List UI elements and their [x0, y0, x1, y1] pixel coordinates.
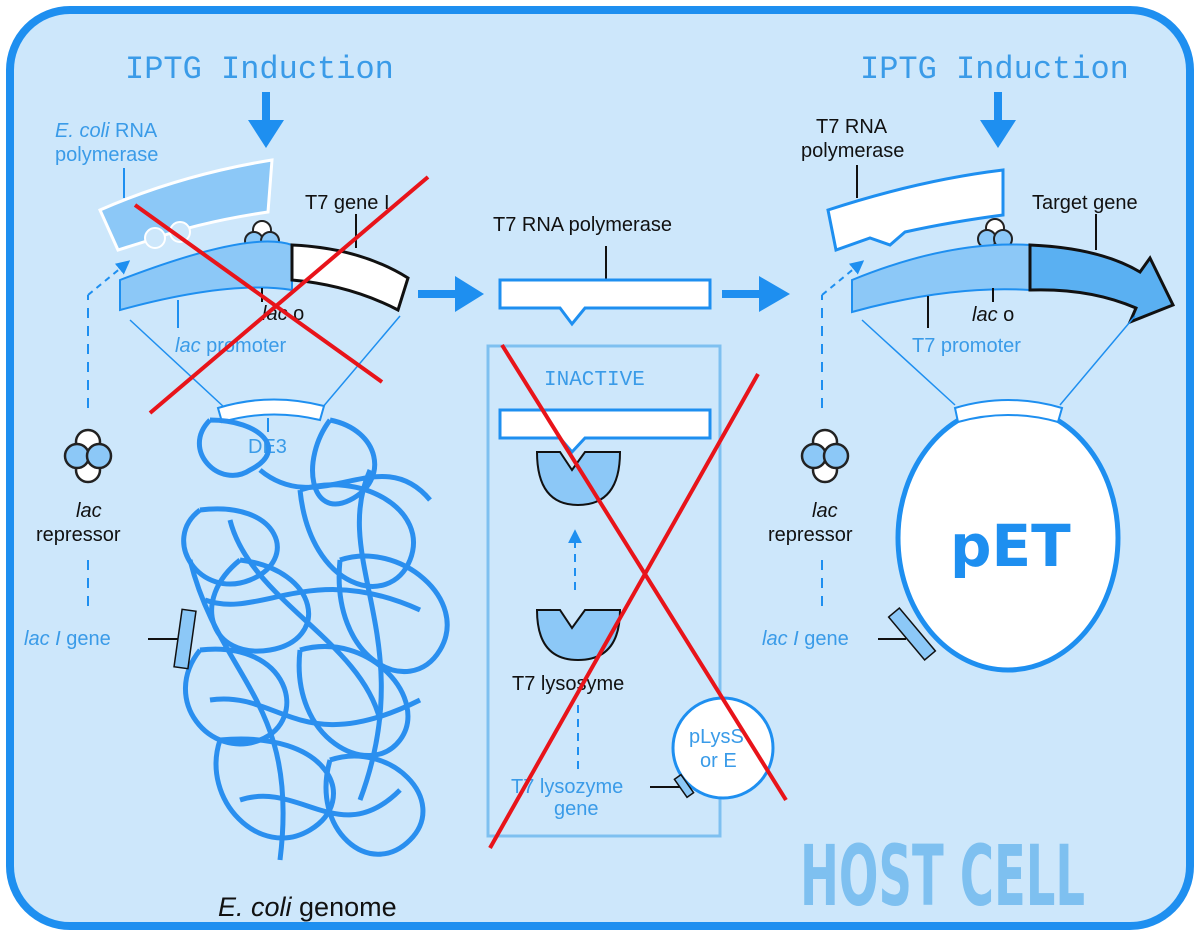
- de3-segment: [216, 398, 326, 424]
- left-ecoli-rnap-label: E. coli RNA: [55, 120, 158, 142]
- inactive-label: INACTIVE: [544, 369, 645, 392]
- target-gene-label: Target gene: [1032, 192, 1138, 214]
- right-t7-rnap-shape: [826, 168, 1005, 252]
- left-ecoli-rnap-label-2: polymerase: [55, 144, 158, 166]
- right-lac-repressor-label: lac: [812, 500, 838, 522]
- plyss-label-2: or E: [700, 750, 737, 772]
- inactive-t7-rnap-shape: [498, 408, 712, 455]
- t7-lysozyme-gene-label-2: gene: [554, 798, 599, 820]
- target-gene-arrow: [1028, 243, 1176, 325]
- left-lac-repressor-icon: [63, 428, 113, 484]
- t7-gene-label: T7 gene I: [305, 192, 390, 214]
- left-lac-repressor-label: lac: [76, 500, 102, 522]
- left-iptg-label: IPTG Induction: [125, 51, 394, 88]
- plyss-label: pLysS: [689, 726, 744, 748]
- right-iptg-label: IPTG Induction: [860, 51, 1129, 88]
- t7-lysosyme-label: T7 lysosyme: [512, 673, 624, 695]
- middle-to-right-arrow: [722, 276, 790, 312]
- inactive-box: [486, 344, 722, 838]
- middle-t7-rnap-shape: [498, 278, 712, 327]
- middle-t7-rnap-label: T7 RNA polymerase: [493, 214, 672, 236]
- right-laci-gene-segment: [887, 606, 937, 662]
- plyss-plasmid: [671, 696, 775, 800]
- right-lac-repressor-icon: [800, 428, 850, 484]
- pet-label: pET: [950, 512, 1071, 580]
- right-lac-o-label: lac o: [972, 304, 1014, 326]
- t7-lysozyme-gene-label: T7 lysozyme: [511, 776, 623, 798]
- t7-promoter-label: T7 promoter: [912, 335, 1021, 357]
- free-t7-lysozyme-icon: [535, 609, 622, 662]
- cross-out-middle: [488, 343, 788, 849]
- right-laci-gene-label: lac I gene: [762, 628, 849, 650]
- t7-gene-segment: [290, 243, 410, 313]
- ecoli-genome-label: E. coli genome: [218, 892, 397, 922]
- left-laci-gene-label: lac I gene: [24, 628, 111, 650]
- cross-out-left: [133, 175, 430, 415]
- bound-t7-lysozyme-icon: [535, 451, 622, 507]
- ecoli-genome-tangle: [181, 417, 450, 861]
- host-cell-label: HOST CELL: [800, 827, 1085, 925]
- right-t7-rnap-label-2: polymerase: [801, 140, 904, 162]
- left-lac-repressor-label-2: repressor: [36, 524, 121, 546]
- left-laci-gene-segment: [173, 608, 197, 670]
- pet-insert-segment: [953, 399, 1064, 424]
- right-t7-rnap-label: T7 RNA: [816, 116, 888, 138]
- right-lac-repressor-label-2: repressor: [768, 524, 853, 546]
- right-iptg-arrow: [980, 92, 1016, 148]
- left-iptg-arrow: [248, 92, 284, 148]
- left-to-middle-arrow: [418, 276, 484, 312]
